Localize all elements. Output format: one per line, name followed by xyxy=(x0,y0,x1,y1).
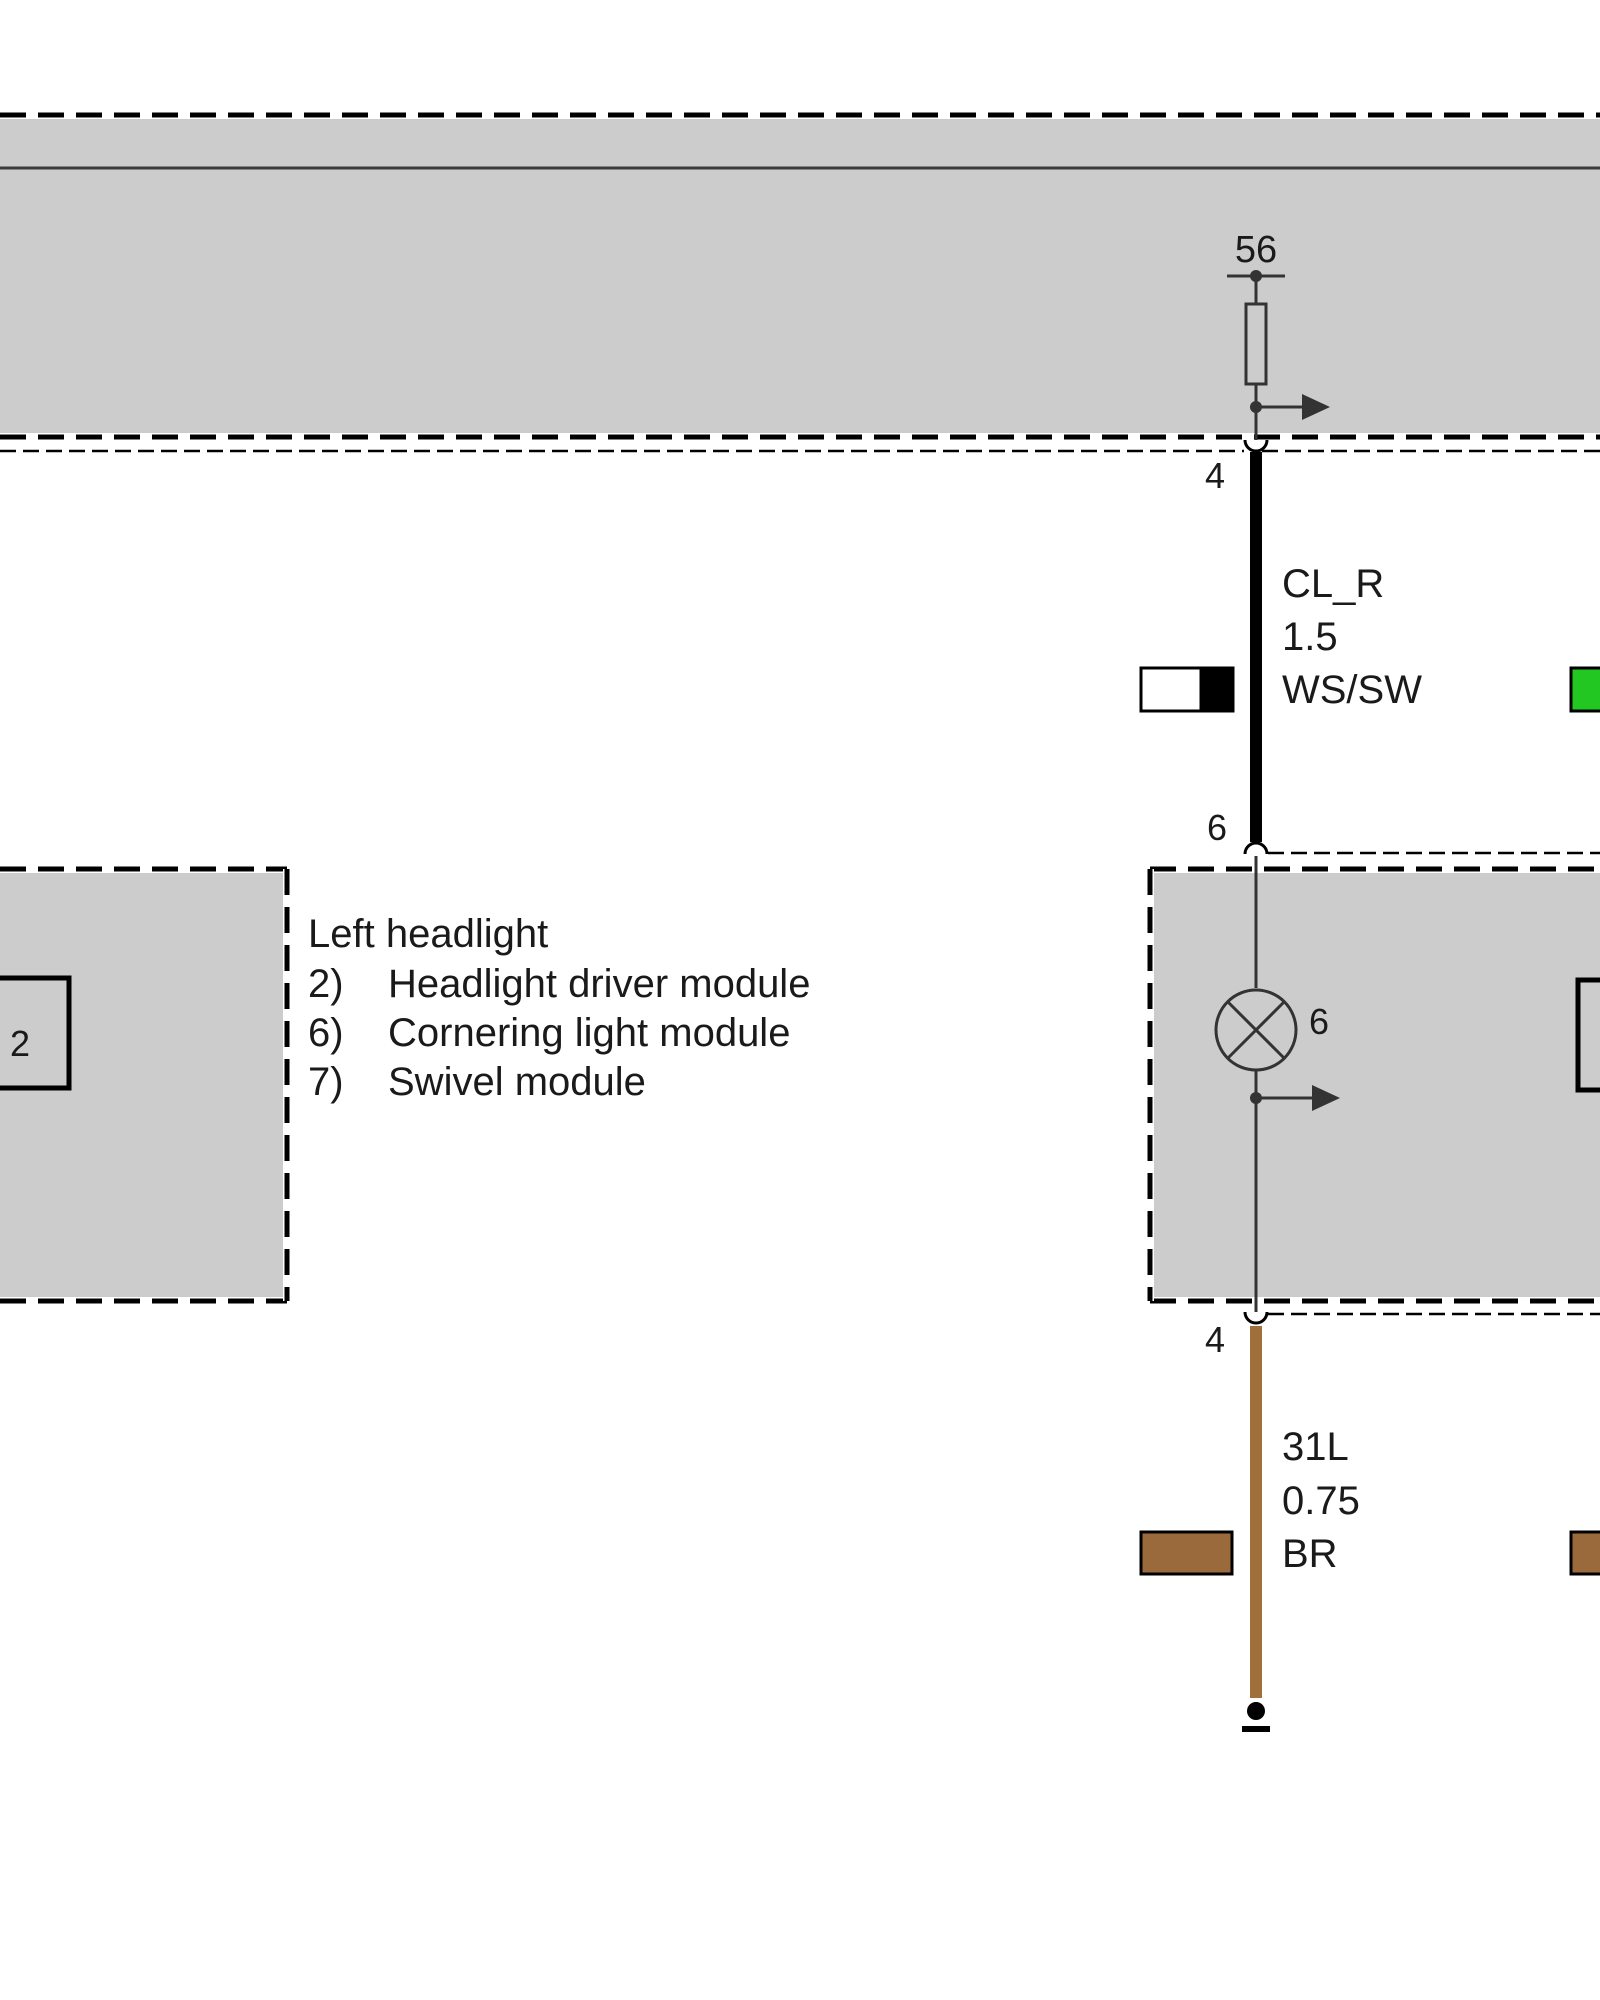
legend-item-text: Cornering light module xyxy=(388,1011,790,1055)
lamp-number-label: 6 xyxy=(1309,1001,1329,1042)
wire-cl-r-name: CL_R xyxy=(1282,562,1384,606)
wire-cl-r-color-code: WS/SW xyxy=(1282,668,1422,712)
wire-color-swatch-br xyxy=(1139,1530,1234,1576)
legend-item-number: 7) xyxy=(308,1060,344,1104)
lamp-output-pin-label: 4 xyxy=(1205,1319,1225,1360)
connector-icon xyxy=(1243,1311,1269,1325)
wire-31l-labels: 31L 0.75 BR xyxy=(1282,1425,1360,1576)
legend-item-number: 6) xyxy=(308,1011,344,1055)
legend-item-text: Swivel module xyxy=(388,1060,646,1104)
wire-color-swatch-br-right xyxy=(1569,1530,1600,1576)
wire-cl-r-gauge: 1.5 xyxy=(1282,615,1338,659)
pin-56-terminal xyxy=(1227,270,1285,304)
wire-color-swatch-ws-sw xyxy=(1139,666,1235,713)
connector-icon xyxy=(1243,439,1269,453)
wire-31l-name: 31L xyxy=(1282,1425,1349,1469)
top-module xyxy=(0,111,1600,453)
ground-icon xyxy=(1242,1702,1270,1732)
legend-title: Left headlight xyxy=(308,912,548,956)
legend-item-number: 2) xyxy=(308,962,344,1006)
top-output-pin-label: 4 xyxy=(1205,455,1225,496)
left-module-item-number: 2 xyxy=(10,1023,30,1064)
legend-item-text: Headlight driver module xyxy=(388,962,810,1006)
arrow-icon xyxy=(1256,394,1330,420)
left-module xyxy=(0,865,291,1305)
wire-31l-gauge: 0.75 xyxy=(1282,1479,1360,1523)
wire-cl-r-labels: CL_R 1.5 WS/SW xyxy=(1282,562,1422,712)
wire-color-swatch-green xyxy=(1569,666,1600,713)
wire-31l-color-code: BR xyxy=(1282,1532,1338,1576)
lamp-module xyxy=(1146,851,1600,1316)
arrow-icon xyxy=(1256,1085,1340,1111)
pin-56-label: 56 xyxy=(1235,229,1277,271)
connector-icon xyxy=(1243,841,1269,855)
legend: Left headlight 2) Headlight driver modul… xyxy=(308,912,810,1104)
lamp-input-pin-label: 6 xyxy=(1207,807,1227,848)
